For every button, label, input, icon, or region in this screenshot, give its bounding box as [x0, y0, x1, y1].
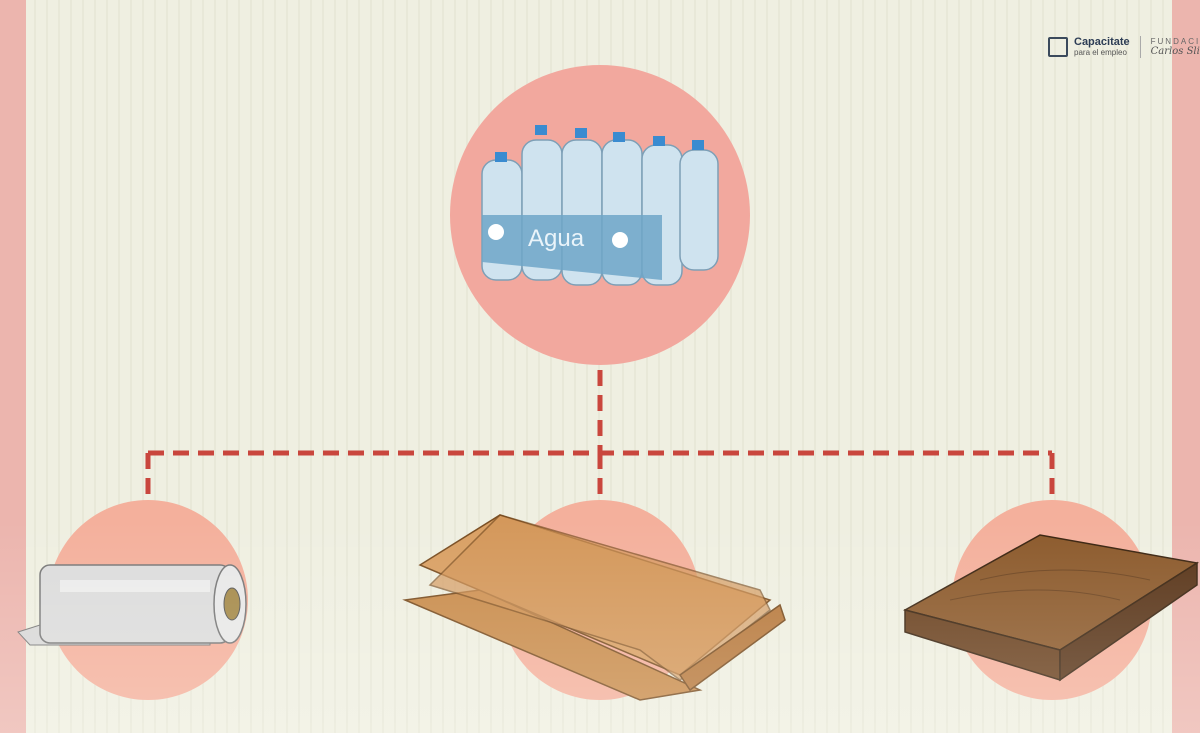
foundation-label: FUNDACIÓN: [1150, 37, 1200, 46]
foundation-name: Carlos Slim: [1150, 46, 1200, 57]
capacitate-logo: Capacitate para el empleo FUNDACIÓN Carl…: [1048, 36, 1200, 58]
wood-board-icon: [902, 534, 1200, 682]
checklist-pen-icon: [1048, 37, 1068, 57]
logo-tagline: para el empleo: [1074, 48, 1127, 57]
logo-brand: Capacitate: [1074, 36, 1130, 48]
logo-divider: [1139, 36, 1141, 58]
water-bottle-pack-icon: Agua: [481, 125, 719, 286]
connector-lines: [145, 370, 1055, 497]
plastic-film-roll-icon: [17, 564, 247, 646]
left-side-bar: [0, 0, 26, 733]
agua-label: Agua: [528, 225, 585, 252]
right-side-bar: [1172, 0, 1200, 733]
cardboard-icon: [402, 514, 786, 701]
